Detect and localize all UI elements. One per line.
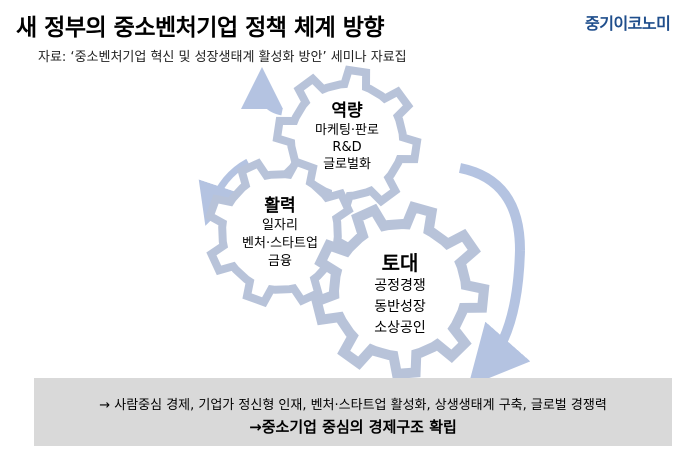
gear-label-capability: 역량 마케팅·판로 R&D 글로벌화 xyxy=(282,100,412,173)
gear-label-vitality: 활력 일자리 벤처·스타트업 금융 xyxy=(210,195,350,271)
gear-item: 글로벌화 xyxy=(323,157,371,172)
cycle-arrow-right xyxy=(458,163,525,251)
gear-foundation xyxy=(310,201,490,380)
summary-box: → 사람중심 경제, 기업가 정신형 인재, 벤처·스타트업 활성화, 상생생태… xyxy=(34,378,672,446)
cycle-arrow-bottom xyxy=(468,249,531,387)
gear-item: 일자리 xyxy=(262,218,298,233)
summary-line-2: →중소기업 중심의 경제구조 확립 xyxy=(249,418,457,436)
gear-item: 동반성장 xyxy=(374,299,426,315)
gear-title-capability: 역량 xyxy=(331,101,363,121)
publisher-logo: 중기이코노미 xyxy=(585,14,671,33)
source-note: 자료: ‘중소벤처기업 혁신 및 성장생태계 활성화 방안’ 세미나 자료집 xyxy=(38,50,407,65)
summary-line-1: → 사람중심 경제, 기업가 정신형 인재, 벤처·스타트업 활성화, 상생생태… xyxy=(99,398,607,413)
gear-item: R&D xyxy=(332,140,362,155)
gear-title-foundation: 토대 xyxy=(381,251,419,275)
gear-label-foundation: 토대 공정경쟁 동반성장 소상공인 xyxy=(325,250,475,339)
gear-item: 소상공인 xyxy=(374,320,426,336)
gear-item: 마케팅·판로 xyxy=(315,123,379,138)
gear-item: 공정경쟁 xyxy=(374,278,426,294)
gear-item: 벤처·스타트업 xyxy=(242,236,318,251)
page-title: 새 정부의 중소벤처기업 정책 체계 방향 xyxy=(16,15,385,41)
gear-title-vitality: 활력 xyxy=(264,196,296,216)
cycle-arrow-left xyxy=(241,67,284,116)
gear-vitality xyxy=(204,156,356,308)
gear-item: 금융 xyxy=(268,254,292,269)
